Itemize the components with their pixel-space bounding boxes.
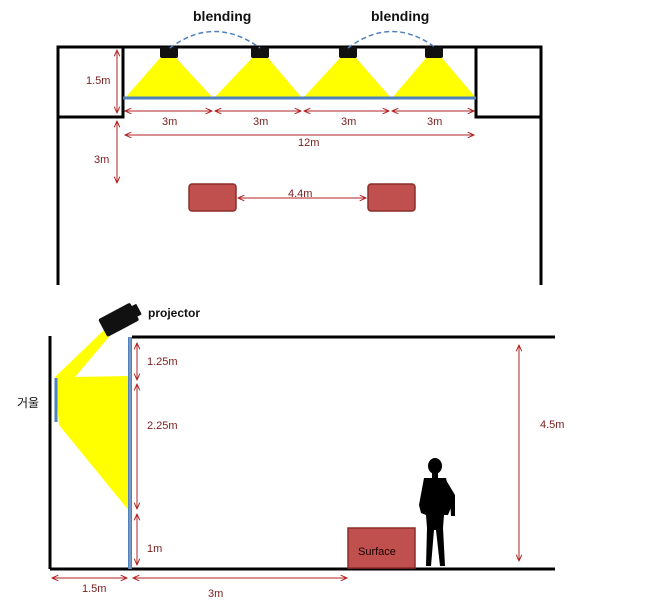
height-label-2: 2.25m: [147, 420, 178, 432]
left-side-box: [56, 45, 125, 119]
projector-beam: [55, 330, 113, 377]
person-silhouette: [419, 458, 455, 566]
room-height-label: 4.5m: [540, 419, 564, 431]
side-box-height-label: 1.5m: [86, 75, 110, 87]
segment-label-1: 3m: [162, 116, 177, 128]
projector-1: [160, 47, 178, 58]
mirror-distance-label: 1.5m: [82, 583, 106, 595]
blending-label-2: blending: [371, 8, 429, 24]
segment-label-2: 3m: [253, 116, 268, 128]
segment-label-4: 3m: [427, 116, 442, 128]
gap-label: 3m: [94, 154, 109, 166]
segment-label-3: 3m: [341, 116, 356, 128]
light-cone-3: [303, 58, 391, 98]
surface-distance-label: 3m: [208, 588, 223, 600]
reflected-beam: [55, 376, 130, 512]
surface-spacing-label: 4.4m: [288, 188, 312, 200]
side-surface: [347, 527, 416, 569]
surface-label: Surface: [358, 546, 396, 558]
blend-arc-2: [347, 30, 437, 49]
blend-arc-1: [169, 30, 261, 49]
side-projector-icon: [98, 303, 142, 337]
side-view: 거울 projector 1.25m 2.25m 1m 4.5m Surface: [17, 303, 564, 600]
projector-2: [251, 47, 269, 58]
projector-3: [339, 47, 357, 58]
height-label-3: 1m: [147, 543, 162, 555]
mirror-label: 거울: [17, 396, 39, 410]
light-cone-4: [392, 58, 476, 98]
total-width-label: 12m: [298, 137, 319, 149]
projector-4: [425, 47, 443, 58]
projector-label: projector: [148, 306, 200, 320]
top-view: blending blending 1.5m 3m 3m 3m 3m 12m 3…: [56, 8, 543, 285]
top-surface-right: [367, 183, 416, 212]
top-surface-left: [188, 183, 237, 212]
blending-label-1: blending: [193, 8, 251, 24]
right-side-box: [474, 45, 543, 119]
height-label-1: 1.25m: [147, 356, 178, 368]
light-cone-1: [125, 58, 213, 98]
light-cone-2: [214, 58, 302, 98]
